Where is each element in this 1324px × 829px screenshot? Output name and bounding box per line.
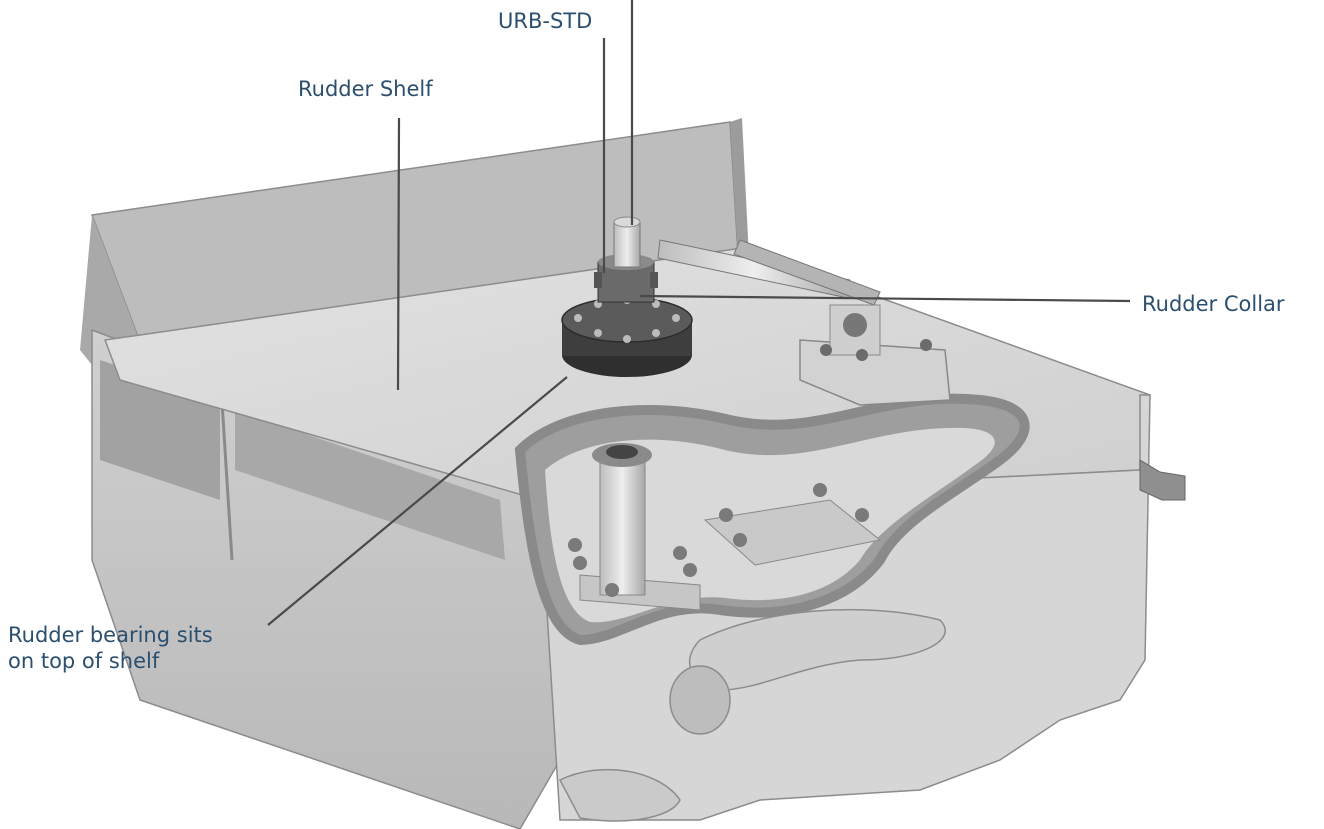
propeller-shaft-area [558,608,946,822]
rudder-bearing-assembly [561,296,693,377]
label-rudder-bearing: Rudder bearing sits on top of shelf [8,622,213,674]
rudder-stock [613,216,641,268]
rudder-post-lower [579,443,882,611]
label-urb-std: URB-STD [498,9,593,33]
leader-lines [267,0,1131,626]
mounting-bolts [568,483,869,597]
leader-line-rudder-bearing [267,376,568,626]
leader-line-rudder-shelf [396,117,401,391]
leader-line-rudder-collar [639,294,1131,303]
label-rudder-shelf: Rudder Shelf [298,77,433,101]
steering-linkage [657,239,951,406]
label-rudder-bearing-line1: Rudder bearing sits [8,623,213,647]
label-rudder-bearing-line2: on top of shelf [8,649,160,673]
label-rudder-collar: Rudder Collar [1142,292,1285,316]
